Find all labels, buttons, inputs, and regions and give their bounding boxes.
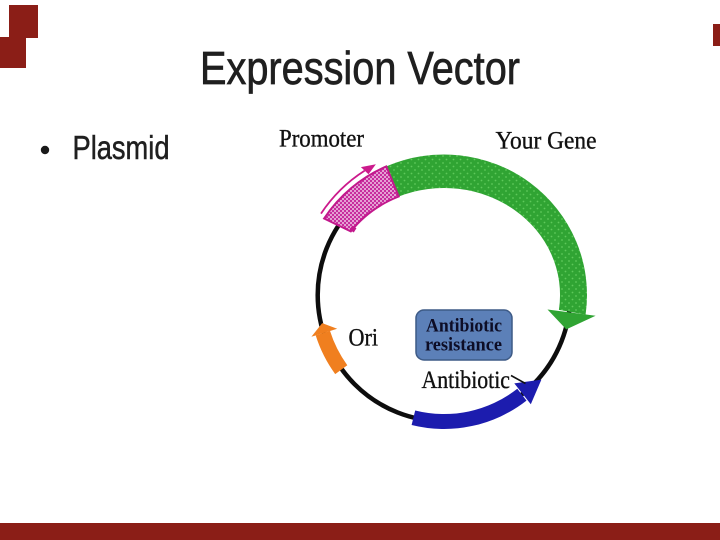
svg-text:Your Gene: Your Gene bbox=[496, 128, 597, 155]
svg-text:resistance: resistance bbox=[425, 335, 502, 356]
svg-text:Antibiotic: Antibiotic bbox=[422, 367, 511, 394]
svg-text:Antibiotic: Antibiotic bbox=[426, 316, 502, 337]
svg-text:Expression Vector: Expression Vector bbox=[200, 42, 520, 94]
svg-text:Promoter: Promoter bbox=[279, 126, 365, 153]
svg-text:Plasmid: Plasmid bbox=[73, 129, 170, 166]
svg-text:Ori: Ori bbox=[349, 322, 379, 351]
